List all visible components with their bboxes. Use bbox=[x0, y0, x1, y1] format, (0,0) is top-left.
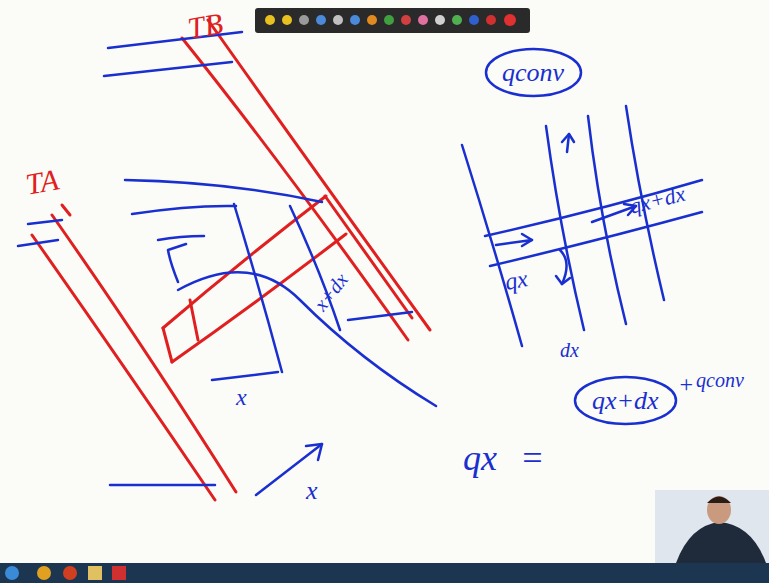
circled-term: qconv bbox=[484, 47, 583, 98]
handwritten-label: x bbox=[306, 478, 318, 504]
circled-term: qx+dx bbox=[573, 375, 678, 426]
handwritten-label: x+dx bbox=[310, 269, 351, 314]
handwritten-label: TB bbox=[185, 8, 225, 44]
handwritten-label: qx+dx bbox=[627, 183, 687, 218]
handwritten-label: dx bbox=[560, 340, 579, 360]
handwritten-label: + bbox=[678, 372, 694, 396]
handwritten-label: qx bbox=[503, 266, 529, 294]
handwritten-label: qconv bbox=[696, 370, 744, 390]
handwritten-label: = bbox=[520, 440, 544, 476]
handwritten-label: qx bbox=[463, 440, 497, 476]
term-text: qconv bbox=[502, 60, 564, 86]
handwritten-label: TA bbox=[23, 165, 61, 200]
handwritten-label: x bbox=[236, 385, 247, 409]
term-text: qx+dx bbox=[592, 388, 659, 414]
